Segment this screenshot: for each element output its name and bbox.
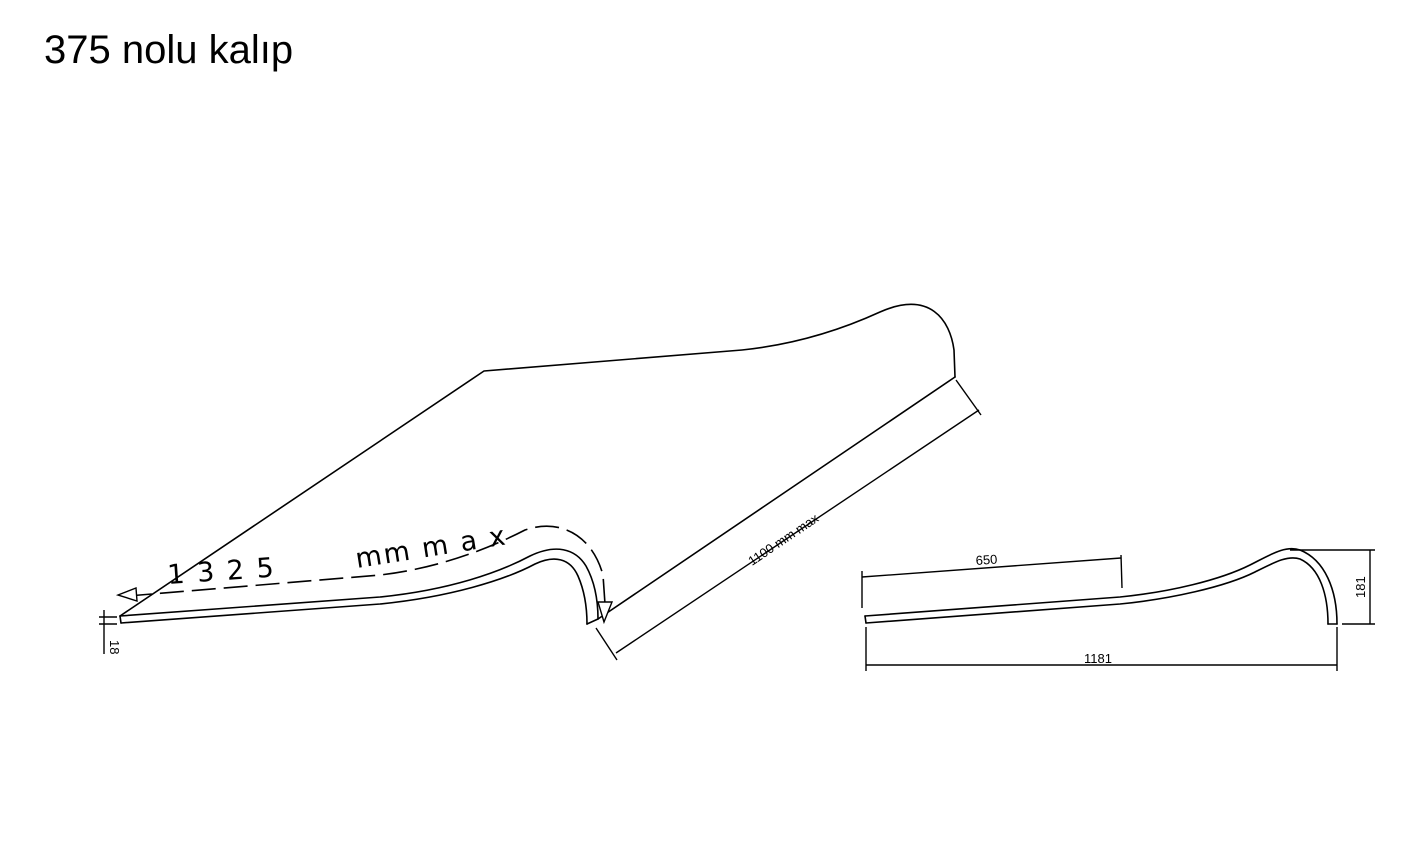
length-label-number: 1 3 2 5 (166, 552, 276, 590)
flat-width-label: 650 (975, 552, 998, 568)
perspective-profile-right-end (586, 618, 599, 625)
flat-dimension-line (861, 557, 1122, 578)
width-extension-right (955, 379, 982, 416)
width-extension-left (595, 627, 618, 661)
total-width-label: 1181 (1084, 651, 1112, 666)
length-arrow-left (115, 587, 138, 602)
profile-view: 650 1181 181 (861, 547, 1375, 671)
page-title: 375 nolu kalıp (44, 28, 294, 72)
width-label: 1100 mm max (745, 510, 821, 568)
length-arrow-right (597, 601, 614, 625)
height-label: 181 (1353, 576, 1368, 598)
perspective-top-outline (119, 303, 956, 617)
perspective-view: 1 3 2 5 mm m a x 1100 mm max 18 (99, 303, 982, 661)
length-dimension-line (127, 525, 606, 605)
perspective-profile-lower (120, 558, 588, 625)
profile-lower-line (865, 557, 1329, 625)
flat-ext-right (1120, 554, 1123, 589)
profile-upper-line (864, 547, 1338, 625)
perspective-front-edge (597, 376, 956, 620)
thickness-label: 18 (107, 640, 122, 654)
width-dimension-line (615, 409, 980, 654)
profile-left-end (864, 615, 867, 624)
perspective-profile-left-end (119, 615, 122, 624)
length-label-unit: mm m a x (353, 520, 509, 575)
perspective-profile-upper (119, 548, 599, 620)
